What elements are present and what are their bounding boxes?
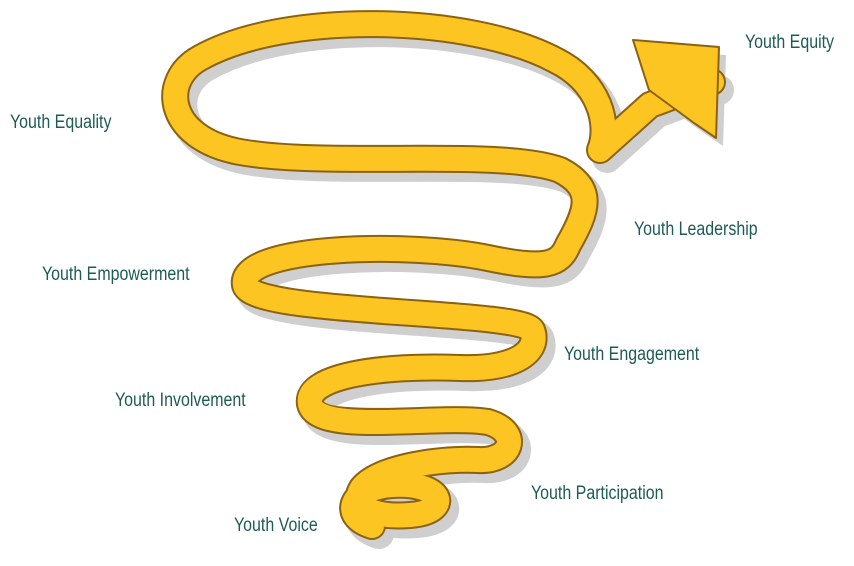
- label-youth-equity: Youth Equity: [745, 32, 835, 53]
- label-youth-involvement: Youth Involvement: [115, 390, 246, 411]
- label-youth-participation: Youth Participation: [531, 483, 664, 504]
- label-youth-engagement: Youth Engagement: [564, 344, 700, 365]
- label-youth-voice: Youth Voice: [234, 515, 318, 536]
- spiral-body: [175, 24, 712, 526]
- label-youth-equality: Youth Equality: [10, 112, 112, 133]
- label-youth-empowerment: Youth Empowerment: [42, 264, 190, 285]
- arrow-head: [632, 39, 720, 139]
- label-youth-leadership: Youth Leadership: [634, 219, 758, 240]
